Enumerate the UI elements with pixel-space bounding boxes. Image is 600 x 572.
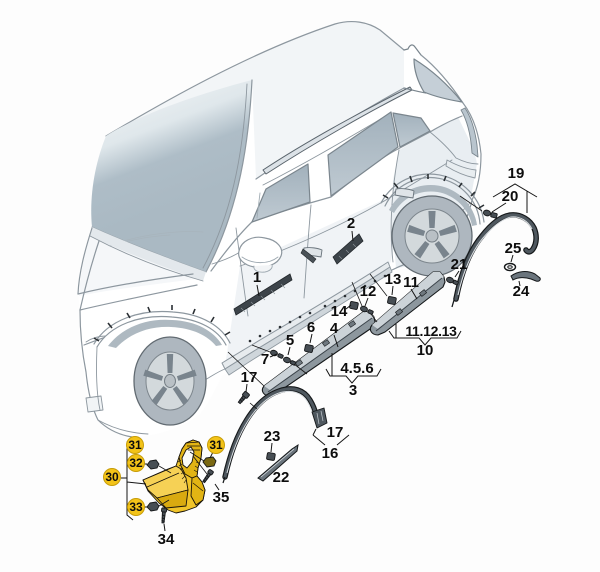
svg-text:5: 5 — [286, 332, 294, 349]
svg-text:31: 31 — [209, 438, 223, 452]
svg-text:25: 25 — [505, 240, 522, 257]
svg-text:10: 10 — [417, 342, 434, 359]
svg-text:4: 4 — [330, 320, 339, 337]
svg-text:1: 1 — [253, 269, 261, 286]
svg-text:34: 34 — [158, 531, 175, 548]
svg-text:14: 14 — [331, 303, 348, 320]
svg-text:11.12.13: 11.12.13 — [405, 323, 457, 339]
svg-text:19: 19 — [508, 165, 525, 182]
svg-text:17: 17 — [327, 424, 344, 441]
svg-text:6: 6 — [307, 319, 315, 336]
svg-text:33: 33 — [129, 500, 143, 514]
svg-text:23: 23 — [264, 428, 281, 445]
svg-text:17: 17 — [241, 369, 258, 386]
svg-text:3: 3 — [349, 382, 357, 399]
svg-text:20: 20 — [502, 188, 519, 205]
svg-text:2: 2 — [347, 215, 355, 232]
svg-text:21: 21 — [451, 256, 468, 273]
svg-text:31: 31 — [128, 438, 142, 452]
svg-text:22: 22 — [273, 469, 290, 486]
svg-text:13: 13 — [385, 271, 402, 288]
svg-text:35: 35 — [213, 489, 230, 506]
svg-text:4.5.6: 4.5.6 — [340, 360, 373, 377]
svg-text:32: 32 — [129, 456, 143, 470]
svg-text:30: 30 — [105, 470, 119, 484]
svg-text:12: 12 — [360, 283, 377, 300]
svg-text:7: 7 — [261, 351, 269, 368]
svg-text:11: 11 — [403, 274, 419, 291]
svg-text:24: 24 — [513, 283, 530, 300]
svg-text:16: 16 — [322, 445, 339, 462]
